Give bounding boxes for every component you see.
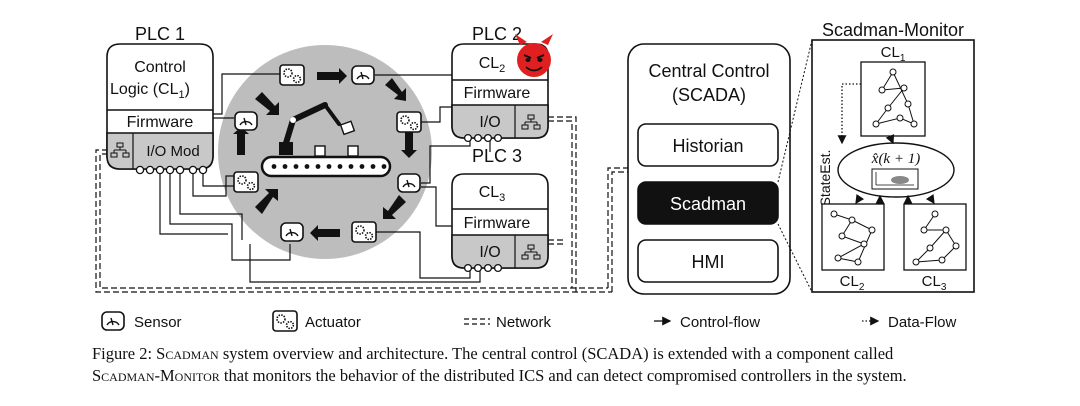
process-arrows [233, 68, 417, 241]
caption-text-1: system overview and architecture. The ce… [218, 344, 894, 363]
monitor-cl3-label: CL3 [922, 273, 947, 293]
legend-sensor: Sensor [134, 314, 182, 331]
scadman-monitor: Scadman-Monitor CL1 StateEst. x̂(k + 1) [811, 20, 975, 293]
hmi-box [637, 239, 779, 283]
plc-2-control-logic: CL2 [479, 55, 506, 75]
cl1-graph [872, 68, 918, 128]
actuator-icon [233, 171, 259, 193]
legend-network: Network [496, 314, 552, 331]
plc-1-firmware: Firmware [127, 114, 194, 131]
legend-sensor-icon [101, 311, 125, 331]
plc-2-title: PLC 2 [472, 24, 522, 44]
historian-box [637, 123, 779, 167]
io-pins [135, 165, 208, 175]
caption-text-2: that monitors the behavior of the distri… [219, 366, 907, 385]
historian-label: Historian [672, 136, 743, 156]
plc-3-firmware: Firmware [464, 215, 531, 232]
plc-1-io-module: I/O Mod [146, 143, 199, 160]
zoom-lines [777, 39, 813, 293]
plc-2-firmware: Firmware [464, 85, 531, 102]
legend-actuator-icon [272, 310, 298, 332]
legend-actuator: Actuator [305, 314, 361, 331]
scadman-label: Scadman [670, 194, 746, 214]
legend-network-icon [464, 318, 490, 325]
sensor-icon [280, 222, 304, 242]
plc-3-control-logic: CL3 [479, 184, 506, 204]
plc-3-io: I/O [479, 244, 500, 261]
central-control: Central Control (SCADA) Historian Scadma… [627, 43, 791, 295]
monitor-title: Scadman-Monitor [822, 20, 964, 40]
plc-3-title: PLC 3 [472, 146, 522, 166]
network-lines [95, 116, 628, 293]
plc-1: PLC 1 Control Logic (CL1) Firmware I/O M… [106, 24, 214, 175]
monitor-cl2-label: CL2 [840, 273, 865, 293]
distribution-blob [891, 176, 909, 184]
compromised-devil-icon [515, 34, 553, 77]
legend: Sensor Actuator Network Control-flow Dat… [101, 310, 957, 332]
monitor-cl1-label: CL1 [881, 44, 906, 64]
conveyor-belt [260, 145, 392, 178]
actuator-icon [351, 221, 377, 243]
scadman-box [637, 181, 779, 225]
caption-name-1: Scadman [156, 344, 219, 363]
plc-2: PLC 2 CL2 Firmware I/O [451, 24, 553, 143]
plc-1-title: PLC 1 [135, 24, 185, 44]
robot-arm [279, 102, 356, 155]
state-estimator-label: StateEst. [817, 150, 833, 207]
central-title-line2: (SCADA) [672, 85, 746, 105]
cl2-graph [830, 210, 876, 266]
plc-1-logic-line1: Control [134, 59, 186, 76]
physical-plant [218, 45, 432, 259]
sensor-icon [351, 65, 375, 85]
io-pins [463, 133, 503, 143]
sensor-icon [234, 111, 258, 131]
legend-control-flow: Control-flow [680, 314, 760, 331]
plc-1-logic-line2: Logic (CL1) [110, 81, 190, 101]
sensor-icon [397, 173, 421, 193]
actuator-icon [279, 64, 305, 86]
control-wires [159, 73, 491, 283]
plc-2-io: I/O [479, 114, 500, 131]
hmi-label: HMI [692, 252, 725, 272]
figure-caption: Figure 2: Scadman system overview and ar… [92, 343, 1062, 387]
plc-3: PLC 3 CL3 Firmware I/O [451, 146, 549, 273]
state-formula: x̂(k + 1) [871, 151, 920, 167]
io-pins [463, 263, 503, 273]
central-title-line1: Central Control [648, 61, 769, 81]
caption-name-2: Scadman-Monitor [92, 366, 220, 385]
cl3-graph [912, 210, 960, 266]
actuator-icon [396, 111, 422, 133]
caption-prefix: Figure 2: [92, 344, 157, 363]
legend-data-flow: Data-Flow [888, 314, 957, 331]
